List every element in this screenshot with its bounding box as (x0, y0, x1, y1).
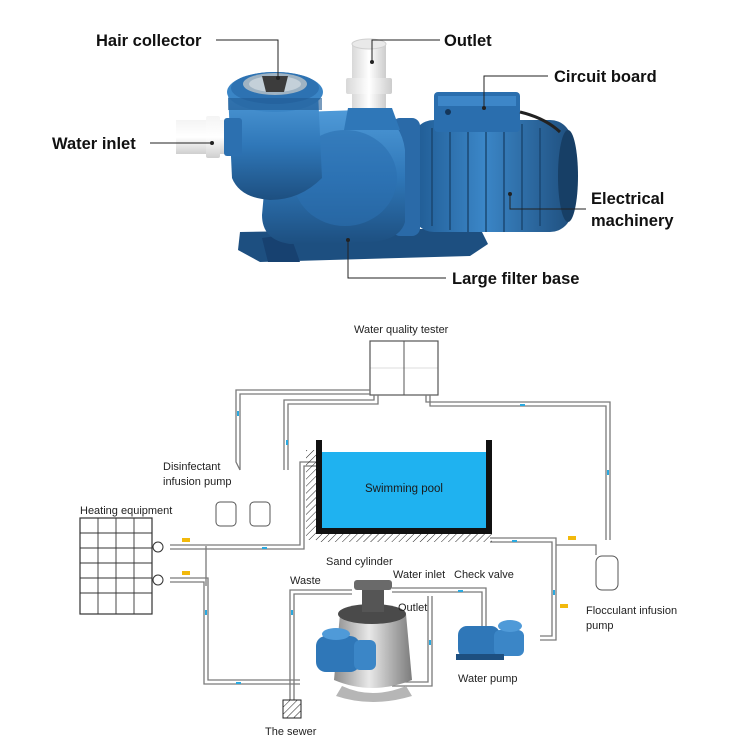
label-large-filter-base: Large filter base (452, 270, 579, 288)
label-flocculant-1: Flocculant infusion (586, 605, 677, 617)
water-pump (456, 620, 524, 660)
sewer-drain (282, 699, 302, 719)
label-disinfectant-1: Disinfectant (163, 461, 220, 473)
pool-circulation-schematic: Water quality tester (79, 324, 677, 738)
label-flocculant-2: pump (586, 620, 614, 632)
label-water-quality-tester: Water quality tester (354, 324, 449, 336)
flow-markers (205, 404, 609, 684)
label-disinfectant-2: infusion pump (163, 476, 232, 488)
label-waste: Waste (290, 575, 321, 587)
label-check-valve: Check valve (454, 569, 514, 581)
label-hair-collector: Hair collector (96, 32, 202, 50)
flocculant-infusion-pump (595, 555, 619, 591)
water-inlet-pipe (176, 120, 232, 154)
disinfectant-pump-a (215, 501, 237, 527)
disinfectant-pump-b (249, 501, 271, 527)
label-electrical-1: Electrical (591, 190, 664, 208)
label-swimming-pool: Swimming pool (365, 483, 443, 495)
label-water-inlet: Water inlet (52, 135, 136, 153)
label-outlet: Outlet (444, 32, 492, 50)
photo-leader-lines (150, 39, 586, 279)
valve-handles (182, 536, 576, 608)
swimming-pool (322, 452, 486, 528)
label-sand-cylinder: Sand cylinder (326, 556, 393, 568)
label-outlet-schem: Outlet (398, 602, 427, 614)
label-water-pump: Water pump (458, 673, 518, 685)
electrical-machinery (412, 120, 572, 232)
label-heating-equipment: Heating equipment (80, 505, 172, 517)
filter-pump (316, 628, 376, 672)
label-circuit-board: Circuit board (554, 68, 657, 86)
outlet-pipe (352, 44, 386, 110)
pump-photo (176, 38, 578, 262)
label-water-inlet-schem: Water inlet (393, 569, 445, 581)
hair-collector (228, 92, 322, 200)
label-the-sewer: The sewer (265, 726, 317, 738)
label-electrical-2: machinery (591, 212, 674, 230)
